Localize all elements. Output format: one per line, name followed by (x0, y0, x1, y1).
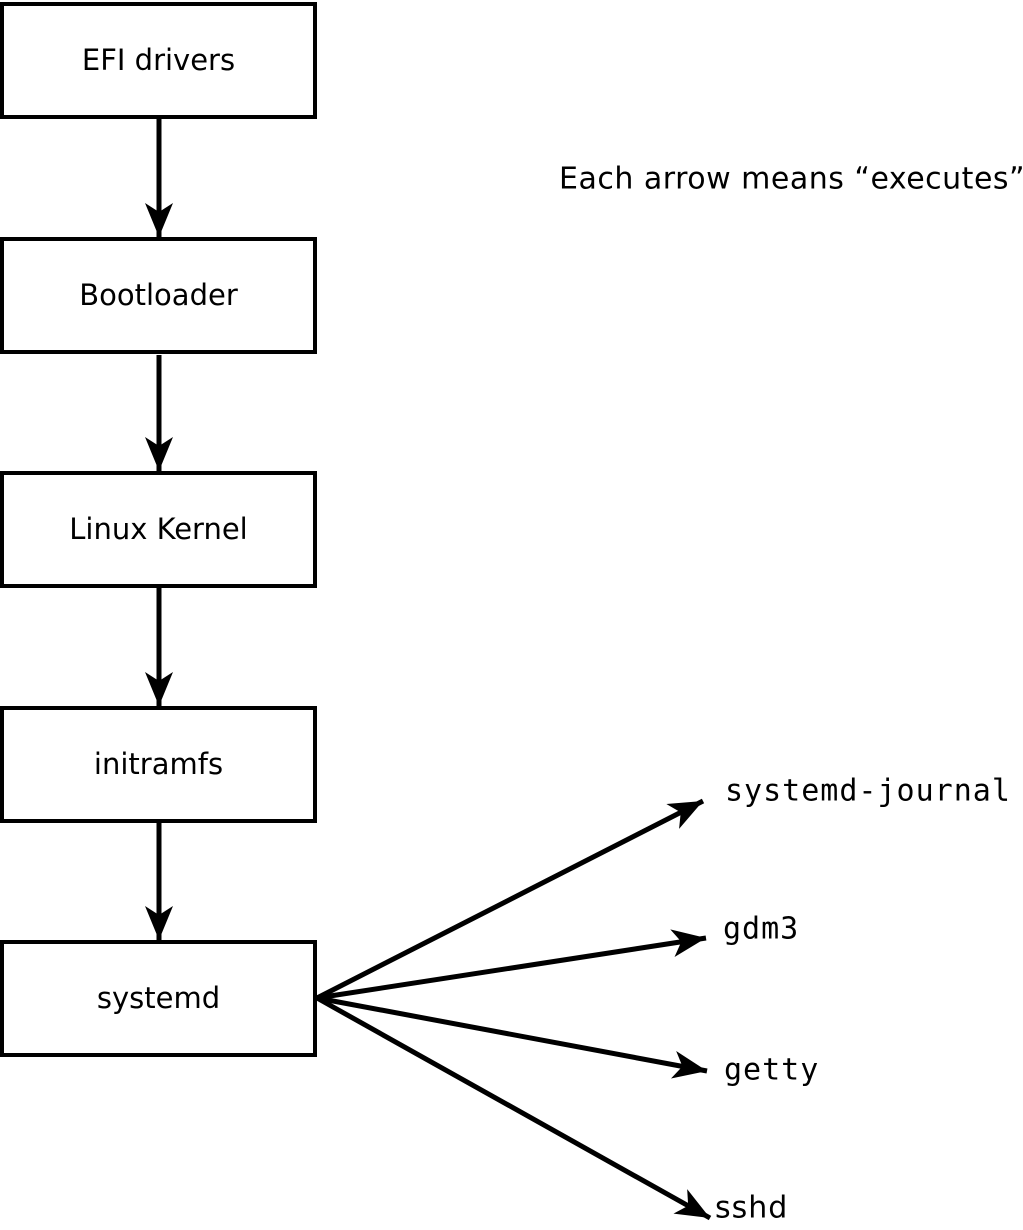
spawned-label-sshd: sshd (715, 1190, 789, 1226)
arrow-meaning-annotation: Each arrow means “executes”. (559, 161, 1023, 197)
spawned-label-gdm3: gdm3 (723, 911, 800, 947)
node-box-initramfs: initramfs (0, 706, 317, 823)
node-box-systemd: systemd (0, 940, 317, 1057)
node-label-systemd: systemd (96, 981, 221, 1015)
node-label-bootloader: Bootloader (79, 278, 238, 312)
spawned-label-systemd-journal: systemd-journal (725, 773, 1011, 809)
node-box-linux-kernel: Linux Kernel (0, 471, 317, 588)
node-box-bootloader: Bootloader (0, 237, 317, 354)
node-box-efi-drivers: EFI drivers (0, 2, 317, 119)
node-label-linux-kernel: Linux Kernel (69, 512, 248, 546)
node-label-efi-drivers: EFI drivers (81, 43, 236, 77)
arrow-systemd-to-sshd-icon (315, 995, 712, 1221)
arrow-systemd-to-systemd-journal-icon (315, 798, 705, 1001)
arrow-systemd-to-gdm3-icon (316, 929, 707, 1001)
spawned-label-getty: getty (724, 1052, 820, 1088)
node-label-initramfs: initramfs (93, 747, 224, 781)
arrow-systemd-to-getty-icon (316, 995, 708, 1079)
